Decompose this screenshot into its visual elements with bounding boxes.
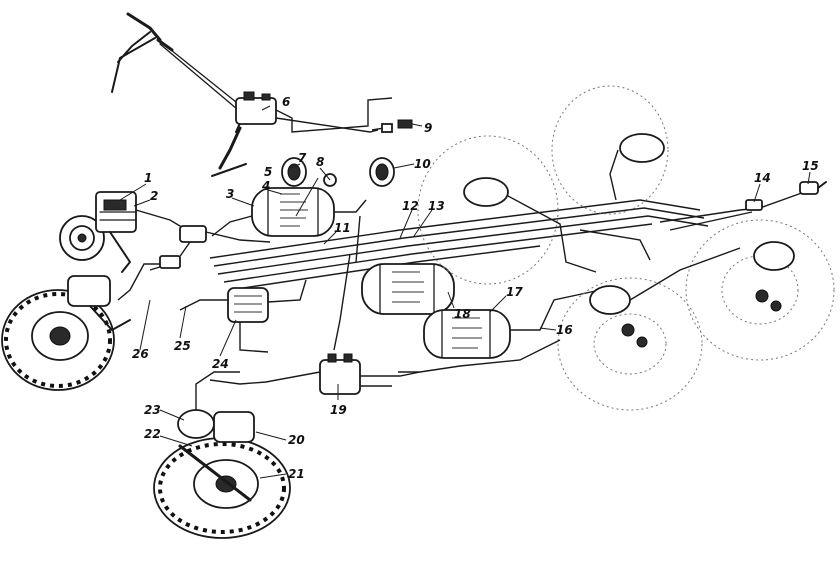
callout-5: 5 (264, 165, 272, 179)
callout-8: 8 (316, 155, 324, 169)
callout-4: 4 (261, 179, 270, 193)
callout-13: 13 (428, 199, 445, 213)
callout-16: 16 (556, 323, 573, 337)
callout-20: 20 (288, 433, 305, 447)
callout-19: 19 (330, 403, 347, 417)
callout-26: 26 (132, 347, 149, 361)
callout-11: 11 (334, 221, 351, 235)
front-wheel-left (1, 275, 131, 391)
callout-17: 17 (506, 285, 523, 299)
callout-21: 21 (288, 467, 305, 481)
leader-lines (119, 105, 811, 479)
callout-7: 7 (298, 151, 307, 165)
callout-1: 1 (144, 171, 152, 185)
callout-10: 10 (414, 157, 431, 171)
callout-12: 12 (402, 199, 419, 213)
rear-supply-pipe (398, 339, 561, 373)
callout-22: 22 (144, 427, 161, 441)
callout-9: 9 (424, 121, 432, 135)
callout-25: 25 (174, 339, 191, 353)
pressure-gauge-right (369, 157, 395, 187)
front-wheel-right (153, 371, 291, 539)
callout-23: 23 (144, 403, 161, 417)
pressure-regulator (117, 225, 271, 301)
rear-wheels (417, 85, 835, 411)
callout-14: 14 (754, 171, 771, 185)
trailer-coupling (659, 181, 827, 231)
callout-18: 18 (454, 307, 471, 321)
pipe-bundle (209, 199, 709, 351)
air-tank-center (361, 263, 455, 315)
air-compressor (59, 191, 191, 273)
callout-15: 15 (802, 159, 819, 173)
callout-24: 24 (212, 357, 229, 371)
callout-3: 3 (226, 187, 234, 201)
callout-6: 6 (282, 95, 290, 109)
brake-valve (235, 91, 393, 133)
callout-2: 2 (150, 189, 158, 203)
trailer-brake-valve (209, 353, 421, 395)
brake-chamber-front (179, 279, 307, 353)
parking-brake-lever (111, 12, 257, 121)
rear-brake-chambers (463, 133, 795, 348)
callout-labels: 1 2 3 4 5 6 7 8 9 10 11 12 13 14 15 16 1… (132, 95, 819, 481)
air-tank-lower (423, 289, 601, 359)
